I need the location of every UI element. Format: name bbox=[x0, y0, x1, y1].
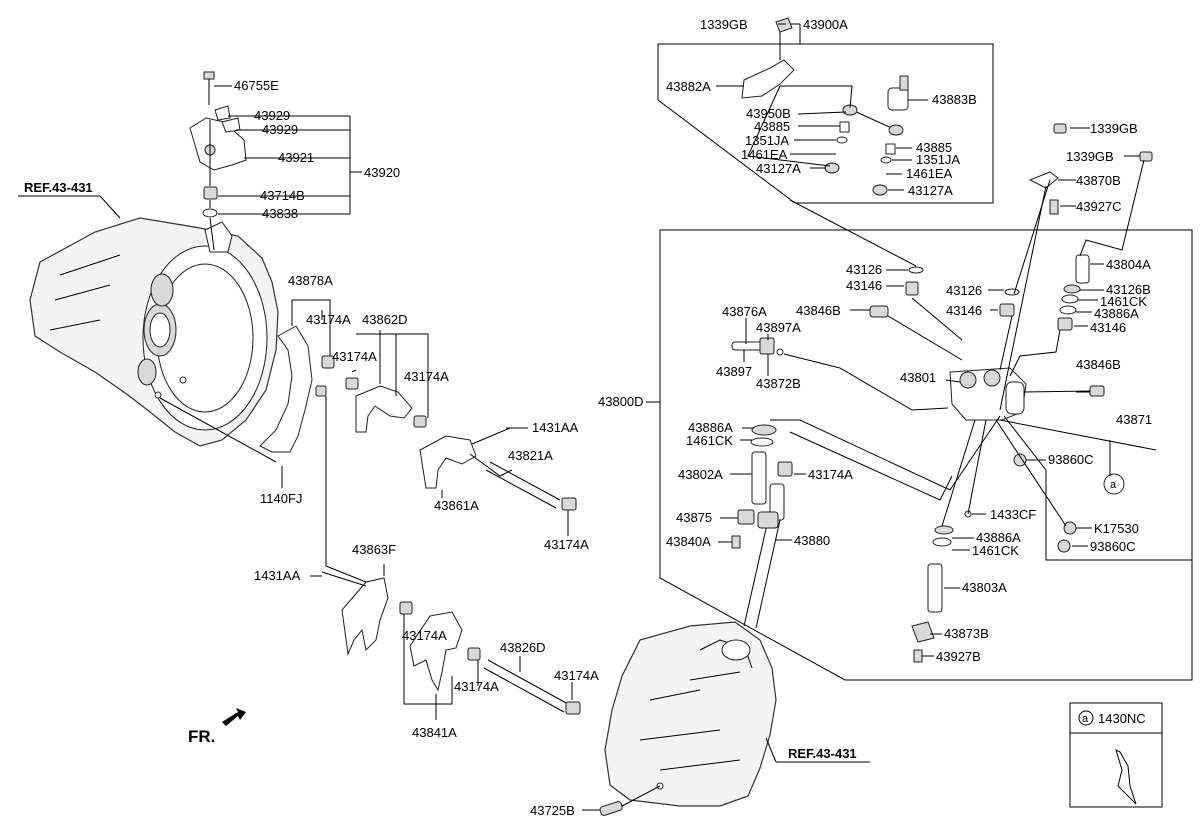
label-43126-b: 43126 bbox=[946, 283, 982, 298]
label-43800D: 43800D bbox=[598, 394, 644, 409]
label-43886A: 43886A bbox=[1094, 306, 1139, 321]
label-46755E: 46755E bbox=[234, 78, 279, 93]
label-1461EA: 1461EA bbox=[741, 147, 788, 162]
label-43127A: 43127A bbox=[756, 161, 801, 176]
label-43878A: 43878A bbox=[288, 273, 333, 288]
label-1461CK-b: 1461CK bbox=[686, 433, 733, 448]
label-93860C: 93860C bbox=[1048, 452, 1094, 467]
circle-a-marker: a bbox=[1110, 479, 1117, 491]
label-1339GB: 1339GB bbox=[700, 17, 748, 32]
label-1461EA-b: 1461EA bbox=[906, 166, 953, 181]
label-1351JA: 1351JA bbox=[745, 133, 789, 148]
label-43921: 43921 bbox=[278, 150, 314, 165]
label-1339GB-c: 1339GB bbox=[1066, 149, 1114, 164]
label-43126: 43126 bbox=[846, 262, 882, 277]
label-1351JA-b: 1351JA bbox=[916, 152, 960, 167]
label-43882A: 43882A bbox=[666, 79, 711, 94]
label-43725B: 43725B bbox=[530, 803, 575, 818]
label-43883B: 43883B bbox=[932, 92, 977, 107]
control-lever-43920 bbox=[189, 71, 247, 218]
label-43174A-b: 43174A bbox=[332, 349, 377, 364]
label-1461CK-c: 1461CK bbox=[972, 543, 1019, 558]
label-43840A: 43840A bbox=[666, 534, 711, 549]
label-43821A: 43821A bbox=[508, 448, 553, 463]
label-43127A-b: 43127A bbox=[908, 183, 953, 198]
label-43804A: 43804A bbox=[1106, 257, 1151, 272]
label-43861A: 43861A bbox=[434, 498, 479, 513]
label-43802A: 43802A bbox=[678, 467, 723, 482]
label-43876A: 43876A bbox=[722, 304, 767, 319]
ref-label-left: REF.43-431 bbox=[24, 180, 93, 195]
label-43873B: 43873B bbox=[944, 626, 989, 641]
label-43846B-b: 43846B bbox=[1076, 357, 1121, 372]
shift-fork-43863F bbox=[321, 571, 413, 656]
label-43870B: 43870B bbox=[1076, 173, 1121, 188]
label-1431AA-b: 1431AA bbox=[254, 568, 301, 583]
label-43174A-g: 43174A bbox=[554, 668, 599, 683]
box-1430NC bbox=[1069, 702, 1163, 808]
label-K17530: K17530 bbox=[1094, 521, 1139, 536]
label-43174A-f: 43174A bbox=[402, 628, 447, 643]
label-43803A: 43803A bbox=[962, 580, 1007, 595]
label-43174A-e: 43174A bbox=[544, 537, 589, 552]
label-43714B: 43714B bbox=[260, 188, 305, 203]
label-43846B: 43846B bbox=[796, 303, 841, 318]
front-marker: FR. bbox=[188, 727, 215, 746]
label-43174A-h: 43174A bbox=[454, 679, 499, 694]
label-43174A-c: 43174A bbox=[808, 467, 853, 482]
front-arrow-icon bbox=[222, 708, 246, 726]
label-43886A-b: 43886A bbox=[688, 420, 733, 435]
label-1431AA: 1431AA bbox=[532, 420, 579, 435]
transmission-case-bottom bbox=[599, 621, 777, 816]
label-1433CF: 1433CF bbox=[990, 507, 1036, 522]
label-43885: 43885 bbox=[754, 119, 790, 134]
ref-label-bottom: REF.43-431 bbox=[788, 746, 857, 761]
label-43927C: 43927C bbox=[1076, 199, 1122, 214]
leader-lines bbox=[18, 23, 1192, 811]
label-43863F: 43863F bbox=[352, 542, 396, 557]
shift-fork-43841A bbox=[409, 611, 581, 715]
box-43900A bbox=[657, 43, 994, 204]
label-43875: 43875 bbox=[676, 510, 712, 525]
label-93860C-b: 93860C bbox=[1090, 539, 1136, 554]
label-1339GB-b: 1339GB bbox=[1090, 121, 1138, 136]
parts-43800D bbox=[731, 123, 1157, 663]
label-43871: 43871 bbox=[1116, 412, 1152, 427]
label-43826D: 43826D bbox=[500, 640, 546, 655]
label-43929-b: 43929 bbox=[262, 122, 298, 137]
circle-a-legend: a bbox=[1082, 713, 1089, 725]
label-43841A: 43841A bbox=[412, 725, 457, 740]
label-43872B: 43872B bbox=[756, 376, 801, 391]
shift-fork-43861A bbox=[419, 427, 577, 511]
label-43950B: 43950B bbox=[746, 106, 791, 121]
label-43897: 43897 bbox=[716, 364, 752, 379]
label-43929: 43929 bbox=[254, 108, 290, 123]
shift-fork-43878A bbox=[259, 325, 335, 453]
transmission-case-left bbox=[29, 217, 279, 447]
label-43900A: 43900A bbox=[803, 17, 848, 32]
label-43174A: 43174A bbox=[306, 312, 351, 327]
label-43880: 43880 bbox=[794, 533, 830, 548]
label-43838: 43838 bbox=[262, 206, 298, 221]
parts-43900A bbox=[741, 17, 909, 196]
label-43862D: 43862D bbox=[362, 312, 408, 327]
label-43146: 43146 bbox=[1090, 320, 1126, 335]
label-43146-c: 43146 bbox=[946, 303, 982, 318]
label-1140FJ: 1140FJ bbox=[260, 491, 302, 506]
label-43885-b: 43885 bbox=[916, 140, 952, 155]
label-43174A-d: 43174A bbox=[404, 369, 449, 384]
label-43146-b: 43146 bbox=[846, 278, 882, 293]
label-43126B: 43126B bbox=[1106, 282, 1151, 297]
label-43886A-c: 43886A bbox=[976, 530, 1021, 545]
label-43801: 43801 bbox=[900, 370, 936, 385]
shift-fork-43862D bbox=[345, 377, 427, 433]
label-43927B: 43927B bbox=[936, 649, 981, 664]
label-1461CK: 1461CK bbox=[1100, 294, 1147, 309]
clip-1430NC bbox=[1115, 749, 1137, 805]
box-43800D bbox=[659, 229, 1193, 681]
label-43897A: 43897A bbox=[756, 320, 801, 335]
label-43920: 43920 bbox=[364, 165, 400, 180]
label-1430NC: 1430NC bbox=[1098, 711, 1146, 726]
